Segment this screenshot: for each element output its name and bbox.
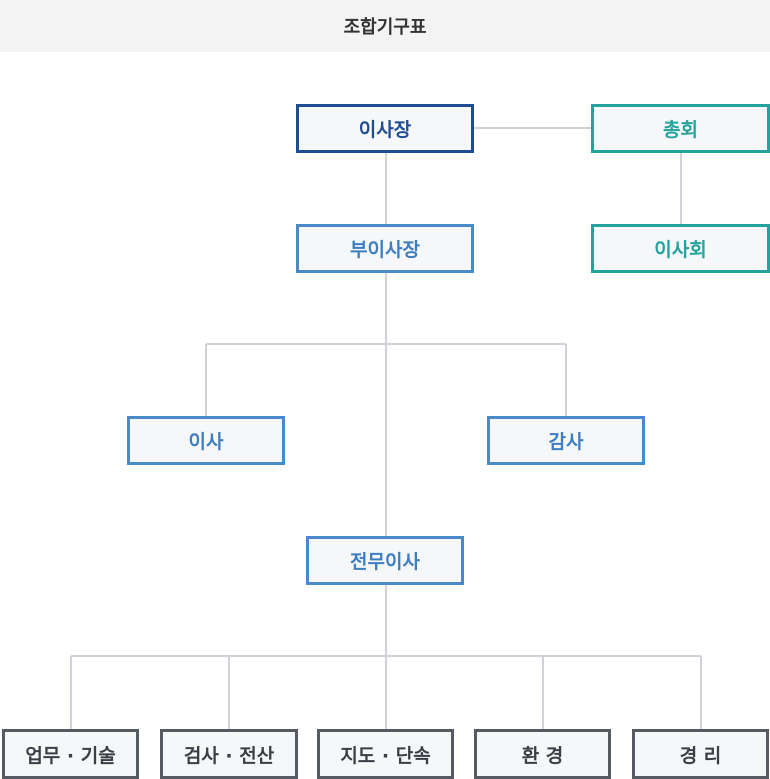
page-title: 조합기구표 [0, 0, 770, 52]
department-box: 검사 · 전산 [160, 729, 298, 779]
department-box: 환 경 [474, 729, 611, 779]
department-box: 경 리 [632, 729, 769, 779]
chairman-box: 이사장 [296, 104, 474, 153]
vice-chairman-box: 부이사장 [296, 224, 474, 273]
managing-director-box: 전무이사 [306, 536, 464, 585]
board-box: 이사회 [591, 224, 770, 273]
general-assembly-box: 총회 [591, 104, 770, 153]
director-box: 이사 [127, 416, 285, 465]
department-box: 업무 · 기술 [2, 729, 139, 779]
auditor-box: 감사 [487, 416, 645, 465]
department-box: 지도 · 단속 [317, 729, 454, 779]
